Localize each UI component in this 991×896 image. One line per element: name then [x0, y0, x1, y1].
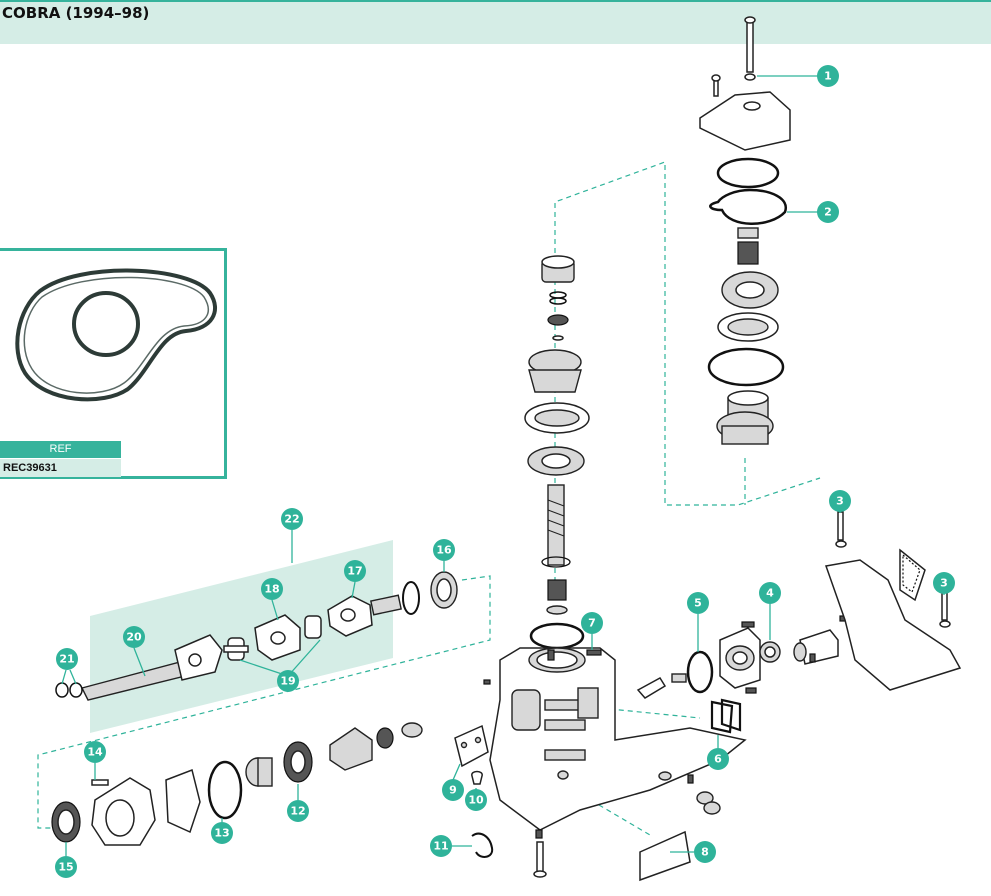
large-oring — [707, 347, 785, 387]
svg-text:4: 4 — [766, 587, 774, 600]
lower-left-parts — [51, 722, 423, 846]
vertical-shaft-stack — [524, 255, 590, 650]
svg-text:15: 15 — [58, 861, 73, 874]
svg-text:9: 9 — [449, 784, 457, 797]
callout-12: 12 — [287, 800, 309, 822]
needle-bearing — [737, 241, 759, 265]
callout-8: 8 — [694, 841, 716, 863]
oring-13 — [207, 760, 243, 820]
gasket-upper — [716, 157, 780, 189]
callout-9: 9 — [442, 779, 464, 801]
lower-bearing — [547, 579, 567, 601]
washer — [744, 73, 756, 81]
svg-text:10: 10 — [468, 794, 484, 807]
svg-text:3: 3 — [940, 577, 948, 590]
svg-text:11: 11 — [433, 840, 448, 853]
pinion-lower — [329, 727, 373, 771]
long-bolt — [746, 19, 754, 73]
gasket-plate — [165, 768, 201, 834]
svg-text:20: 20 — [126, 631, 142, 644]
gasket-inset-panel: REF REC39631 — [0, 248, 227, 479]
svg-text:3: 3 — [836, 495, 844, 508]
housing-oring — [529, 622, 585, 650]
callout-13: 13 — [211, 822, 233, 844]
driveshaft-group — [55, 571, 458, 701]
callout-18: 18 — [261, 578, 283, 600]
pin — [636, 677, 667, 699]
driveshaft-group-panel — [90, 540, 393, 733]
plate-9 — [454, 724, 489, 768]
skeg-cover — [824, 559, 962, 691]
callout-6: 6 — [707, 748, 729, 770]
svg-text:18: 18 — [264, 583, 279, 596]
gasket-2 — [709, 188, 787, 225]
svg-text:1: 1 — [824, 70, 832, 83]
svg-text:17: 17 — [347, 565, 362, 578]
svg-text:19: 19 — [280, 675, 295, 688]
fin-8 — [639, 830, 691, 882]
small-parts-lower — [454, 724, 721, 882]
svg-text:12: 12 — [290, 805, 305, 818]
svg-text:8: 8 — [701, 846, 709, 859]
callout-14: 14 — [84, 741, 106, 763]
gasket-kit-illustration — [15, 268, 217, 402]
oring-21a — [55, 682, 69, 698]
svg-text:7: 7 — [588, 617, 596, 630]
top-cover — [699, 91, 791, 151]
callout-3b: 3 — [933, 572, 955, 594]
gasket-6 — [710, 700, 734, 734]
callout-7: 7 — [581, 612, 603, 634]
callout-4: 4 — [759, 582, 781, 604]
plug-10 — [471, 770, 483, 785]
header-bar: COBRA (1994–98) — [0, 0, 991, 44]
callout-20: 20 — [123, 626, 145, 648]
callout-3a: 3 — [829, 490, 851, 512]
snap-ring — [402, 581, 420, 615]
svg-text:6: 6 — [714, 753, 722, 766]
callout-15: 15 — [55, 856, 77, 878]
callout-17: 17 — [344, 560, 366, 582]
callout-16: 16 — [433, 539, 455, 561]
svg-text:22: 22 — [284, 513, 299, 526]
svg-text:2: 2 — [824, 206, 832, 219]
ref-header: REF — [0, 441, 121, 458]
svg-text:16: 16 — [436, 544, 452, 557]
callout-10: 10 — [465, 789, 487, 811]
callout-19: 19 — [277, 670, 299, 692]
callout-2: 2 — [817, 201, 839, 223]
svg-text:21: 21 — [59, 653, 74, 666]
svg-text:5: 5 — [694, 597, 702, 610]
callout-21: 21 — [56, 648, 78, 670]
bottom-bolt — [536, 841, 544, 873]
u-joint-cross-b — [304, 615, 322, 639]
oring-5 — [686, 650, 714, 694]
svg-text:13: 13 — [214, 827, 229, 840]
callout-5: 5 — [687, 592, 709, 614]
svg-text:14: 14 — [87, 746, 103, 759]
upper-cover-stack — [699, 16, 791, 445]
oring-21b — [69, 682, 83, 698]
page-title: COBRA (1994–98) — [2, 4, 150, 22]
ref-value: REC39631 — [0, 459, 121, 477]
callout-11: 11 — [430, 835, 452, 857]
callout-1: 1 — [817, 65, 839, 87]
callout-22: 22 — [281, 508, 303, 530]
right-side-parts — [586, 511, 962, 734]
